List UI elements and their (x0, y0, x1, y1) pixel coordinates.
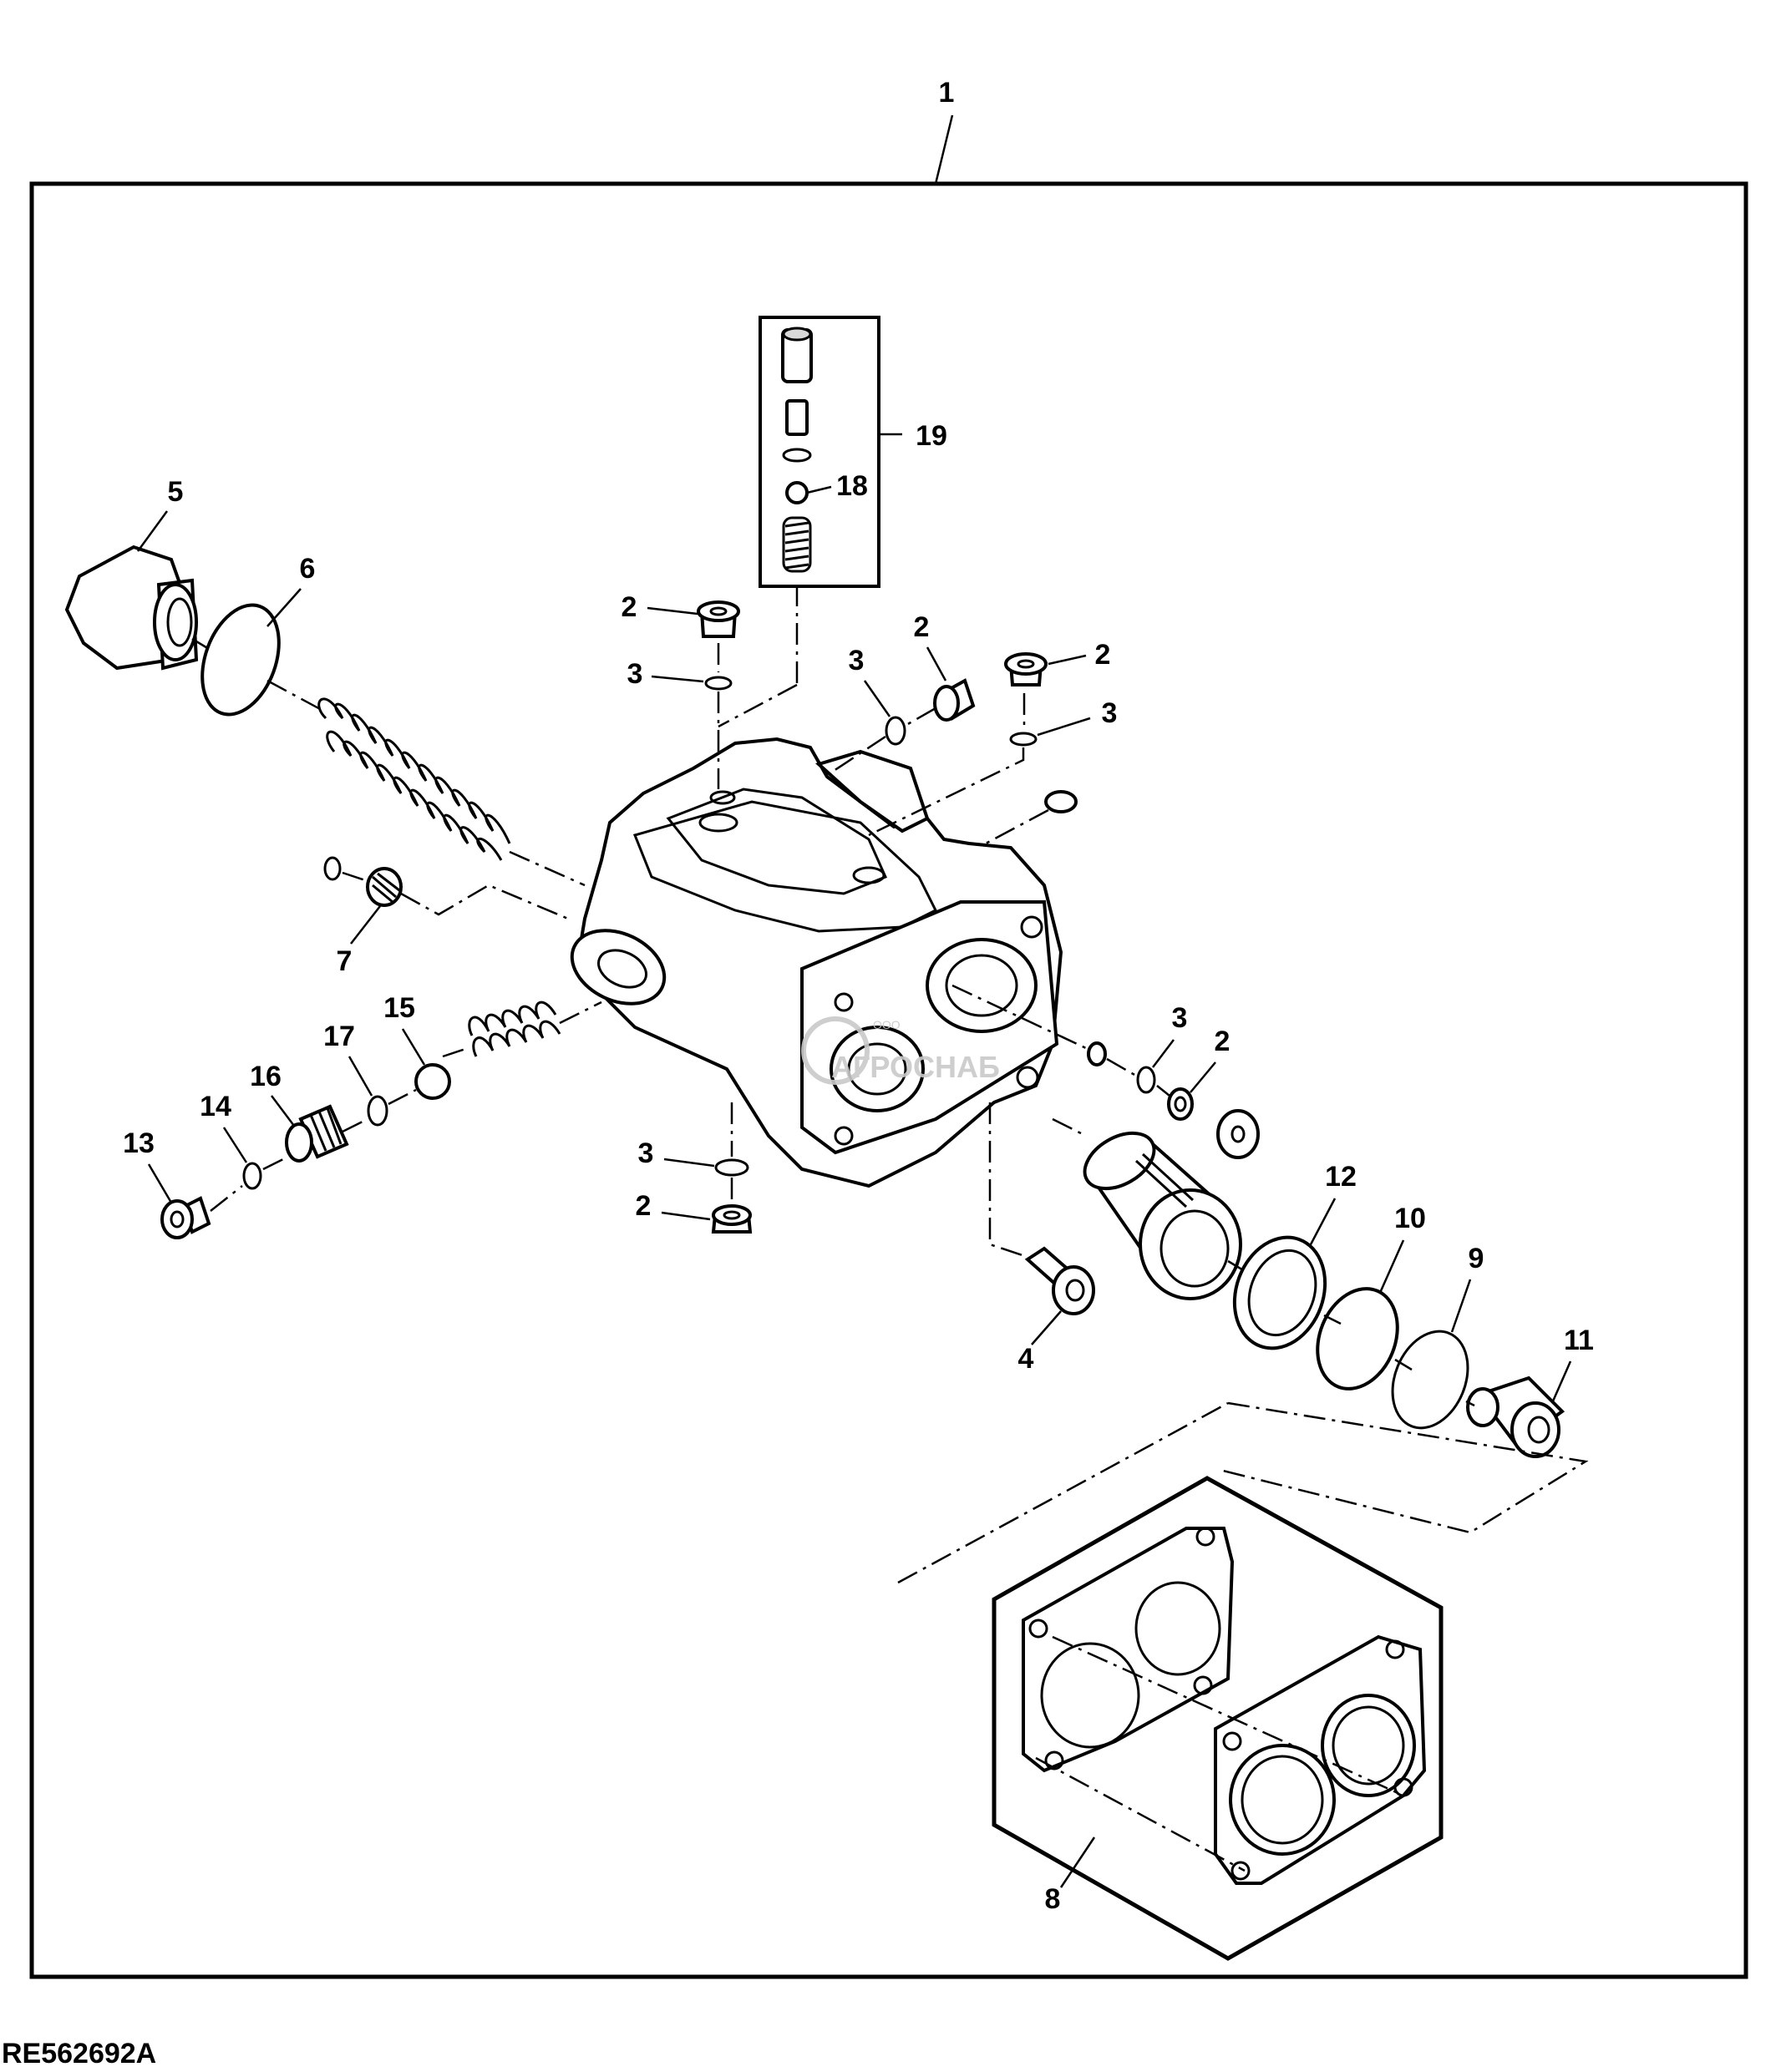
part-plug-2-top-right[interactable] (1004, 652, 1048, 686)
part-plug-2-bottom[interactable] (711, 1204, 753, 1234)
svg-text:16: 16 (250, 1061, 282, 1092)
part-oring-6[interactable] (188, 595, 292, 726)
callout-6[interactable]: 6 (266, 553, 316, 627)
part-oring-9[interactable] (1379, 1320, 1482, 1440)
svg-text:3: 3 (849, 645, 865, 676)
svg-text:4: 4 (1018, 1343, 1034, 1375)
svg-text:2: 2 (1215, 1026, 1231, 1057)
callout-3-top-middle[interactable]: 3 (849, 645, 891, 717)
svg-text:АГРОСНАБ: АГРОСНАБ (831, 1050, 1000, 1084)
part-oring-3-top-middle[interactable] (885, 716, 906, 746)
svg-text:3: 3 (638, 1137, 654, 1169)
part-plug-11[interactable] (1466, 1375, 1565, 1458)
callout-2-top-right[interactable]: 2 (1048, 639, 1110, 671)
part-oring-19[interactable] (782, 448, 812, 463)
part-valve-housing[interactable] (561, 737, 1078, 1188)
part-plug-19-top[interactable] (781, 327, 813, 383)
callout-2-top-middle[interactable]: 2 (914, 611, 947, 681)
callout-3-right[interactable]: 3 (1152, 1002, 1188, 1068)
part-plug-2-top-middle[interactable] (933, 678, 976, 722)
svg-text:3: 3 (627, 658, 643, 690)
svg-text:12: 12 (1325, 1161, 1357, 1193)
part-oring-14[interactable] (242, 1162, 262, 1190)
part-plug-2-top-left[interactable] (697, 600, 740, 638)
svg-text:6: 6 (300, 553, 316, 585)
callout-10[interactable]: 10 (1378, 1203, 1426, 1294)
assembly-frame (29, 181, 1748, 1979)
svg-text:10: 10 (1394, 1203, 1426, 1234)
part-plug-13[interactable] (160, 1196, 211, 1239)
part-ball-18[interactable] (785, 481, 809, 504)
part-oring-3-bottom[interactable] (714, 1158, 749, 1177)
svg-text:8: 8 (1045, 1883, 1061, 1915)
svg-text:15: 15 (383, 992, 415, 1024)
callout-5[interactable]: 5 (136, 476, 184, 552)
callout-1-label: 1 (939, 77, 955, 109)
inset-check-valve-kit (759, 316, 902, 685)
svg-text:18: 18 (836, 470, 868, 502)
svg-text:19: 19 (916, 420, 947, 452)
callout-8[interactable]: 8 (1045, 1836, 1096, 1915)
svg-text:17: 17 (323, 1021, 355, 1052)
callout-13[interactable]: 13 (123, 1127, 173, 1203)
part-oring-10[interactable] (1303, 1277, 1412, 1401)
svg-text:2: 2 (622, 591, 637, 623)
callout-9[interactable]: 9 (1450, 1243, 1484, 1333)
watermark: ООО АГРОСНАБ (801, 1016, 1000, 1085)
callout-14[interactable]: 14 (200, 1091, 248, 1163)
part-small-spring[interactable] (468, 1001, 561, 1057)
part-plug-16[interactable] (285, 1104, 349, 1163)
part-washer-right[interactable] (1216, 1109, 1260, 1159)
callout-7[interactable]: 7 (337, 905, 381, 977)
svg-text:3: 3 (1102, 697, 1118, 729)
part-screen-7[interactable] (366, 867, 403, 907)
callout-12[interactable]: 12 (1308, 1161, 1357, 1247)
svg-text:2: 2 (914, 611, 930, 643)
svg-text:ООО: ООО (873, 1018, 901, 1031)
callout-2-bottom[interactable]: 2 (636, 1190, 711, 1222)
figure-id-label: RE562692A (2, 2038, 156, 2069)
callout-2-top-left[interactable]: 2 (622, 591, 698, 623)
svg-text:7: 7 (337, 945, 353, 977)
callout-1[interactable]: 1 (934, 77, 955, 185)
callout-11[interactable]: 11 (1550, 1325, 1594, 1404)
part-gasket-kit-8[interactable] (992, 1476, 1444, 1961)
callout-3-top-right[interactable]: 3 (1037, 697, 1118, 737)
part-large-plug-5[interactable] (64, 545, 199, 671)
part-plug-2-right[interactable] (1167, 1087, 1194, 1121)
svg-text:2: 2 (636, 1190, 652, 1222)
callout-15[interactable]: 15 (383, 992, 426, 1066)
part-large-spring[interactable] (317, 697, 511, 861)
part-fitting-right[interactable] (1087, 1041, 1107, 1066)
svg-text:9: 9 (1469, 1243, 1484, 1274)
callout-19[interactable]: 19 (916, 420, 947, 452)
part-oring-3-right[interactable] (1136, 1066, 1156, 1094)
callout-4[interactable]: 4 (1018, 1310, 1062, 1375)
part-spring-19[interactable] (782, 516, 812, 573)
part-oring-17[interactable] (367, 1095, 388, 1127)
svg-text:2: 2 (1095, 639, 1111, 671)
part-bolt-4[interactable] (1024, 1246, 1095, 1315)
callout-17[interactable]: 17 (323, 1021, 373, 1097)
callout-3-top-left[interactable]: 3 (627, 658, 704, 690)
callout-3-bottom[interactable]: 3 (638, 1137, 715, 1169)
part-ball-15[interactable] (414, 1063, 451, 1100)
part-oring-3-top-right[interactable] (1009, 732, 1038, 747)
part-oring-7[interactable] (323, 856, 342, 881)
callout-2-right[interactable]: 2 (1190, 1026, 1231, 1093)
svg-text:3: 3 (1172, 1002, 1188, 1034)
callout-18[interactable]: 18 (836, 470, 868, 502)
callout-16[interactable]: 16 (250, 1061, 295, 1127)
part-sleeve-19[interactable] (785, 399, 809, 436)
svg-text:13: 13 (123, 1127, 155, 1159)
svg-text:5: 5 (168, 476, 184, 508)
part-ring-12[interactable] (1220, 1224, 1340, 1360)
part-oring-3-top-left[interactable] (704, 676, 733, 691)
svg-text:14: 14 (200, 1091, 231, 1122)
svg-text:11: 11 (1564, 1325, 1594, 1356)
part-sleeve[interactable] (1075, 1122, 1242, 1300)
